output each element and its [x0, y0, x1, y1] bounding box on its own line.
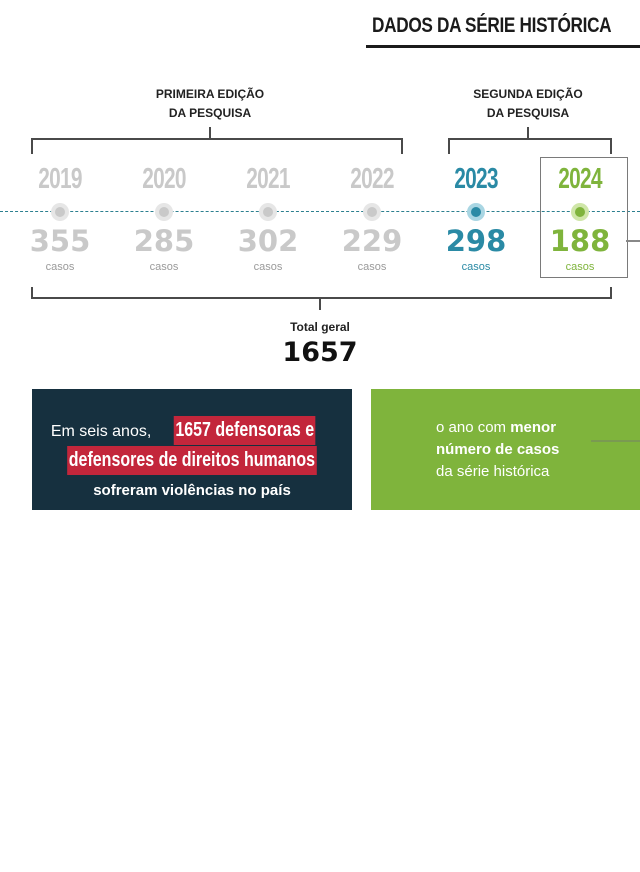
case-unit: casos [149, 261, 179, 273]
timeline-dot [51, 203, 69, 221]
callout-connector [591, 440, 640, 442]
total-bracket [31, 287, 612, 299]
section-title: DADOS DA SÉRIE HISTÓRICA [372, 14, 612, 37]
timeline-dot [467, 203, 485, 221]
connector-line [626, 240, 640, 242]
case-unit: casos [565, 261, 595, 273]
lowest-year-bold1: menor [510, 419, 557, 436]
lowest-year-text1: o ano com [436, 419, 507, 436]
first-edition-label: PRIMEIRA EDIÇÃO DA PESQUISA [145, 85, 275, 123]
summary-highlight2: defensores de direitos humanos [67, 446, 317, 475]
summary-line2: defensores de direitos humanos [32, 446, 352, 476]
total-label: Total geral [290, 320, 350, 334]
case-unit: casos [45, 261, 75, 273]
lowest-year-callout: 2024 o ano com menor número de casos da … [371, 389, 640, 872]
lowest-year-line1: o ano com menor [436, 417, 559, 439]
year-label: 2019 [38, 163, 82, 195]
lowest-year-text: o ano com menor número de casos da série… [436, 417, 559, 483]
lowest-year-line2: número de casos [436, 439, 559, 461]
second-edition-bracket-tick [527, 127, 529, 139]
year-label: 2021 [246, 163, 290, 195]
summary-callout: Em seis anos, 1657 defensoras e defensor… [32, 389, 352, 510]
first-edition-bracket [31, 138, 403, 154]
case-unit: casos [253, 261, 283, 273]
second-edition-bracket [448, 138, 612, 154]
case-unit: casos [357, 261, 387, 273]
timeline-dot [155, 203, 173, 221]
first-edition-line1: PRIMEIRA EDIÇÃO [155, 87, 265, 101]
timeline-dot [259, 203, 277, 221]
total-value: 1657 [282, 337, 358, 368]
summary-line3: sofreram violências no país [93, 482, 291, 499]
year-label: 2022 [350, 163, 394, 195]
timeline-dot-center [55, 207, 65, 217]
second-edition-label: SEGUNDA EDIÇÃO DA PESQUISA [460, 85, 596, 123]
lowest-year-text3: da série histórica [436, 463, 550, 480]
year-2024-highlight-box [540, 157, 628, 278]
lowest-year: 2024 [398, 813, 435, 872]
timeline-dot-center [471, 207, 481, 217]
case-count: 355 [29, 224, 91, 258]
first-edition-line2: DA PESQUISA [168, 106, 252, 120]
summary-text: Em seis anos, 1657 defensoras e defensor… [32, 416, 352, 505]
summary-line1: Em seis anos, 1657 defensoras e [32, 416, 352, 446]
timeline-dot-center [367, 207, 377, 217]
case-count: 302 [237, 224, 299, 258]
year-label: 2020 [142, 163, 186, 195]
timeline-dot-center [575, 207, 585, 217]
first-edition-bracket-tick [209, 127, 211, 139]
case-count: 229 [341, 224, 403, 258]
case-count: 188 [549, 224, 611, 258]
timeline-dot [571, 203, 589, 221]
title-underline [366, 45, 640, 48]
case-unit: casos [461, 261, 491, 273]
summary-intro: Em seis anos, [50, 423, 152, 440]
timeline-dot-center [159, 207, 169, 217]
timeline-dot [363, 203, 381, 221]
lowest-year-wrapper: 2024 [391, 809, 434, 871]
year-label: 2023 [454, 163, 498, 195]
second-edition-line1: SEGUNDA EDIÇÃO [473, 87, 583, 101]
total-bracket-tick [319, 298, 321, 310]
summary-highlight1: 1657 defensoras e [173, 416, 316, 445]
case-count: 285 [133, 224, 195, 258]
case-count: 298 [445, 224, 507, 258]
timeline-axis [0, 211, 640, 212]
lowest-year-bold2: número de casos [436, 441, 560, 458]
timeline-dot-center [263, 207, 273, 217]
year-label: 2024 [558, 163, 602, 195]
second-edition-line2: DA PESQUISA [486, 106, 570, 120]
